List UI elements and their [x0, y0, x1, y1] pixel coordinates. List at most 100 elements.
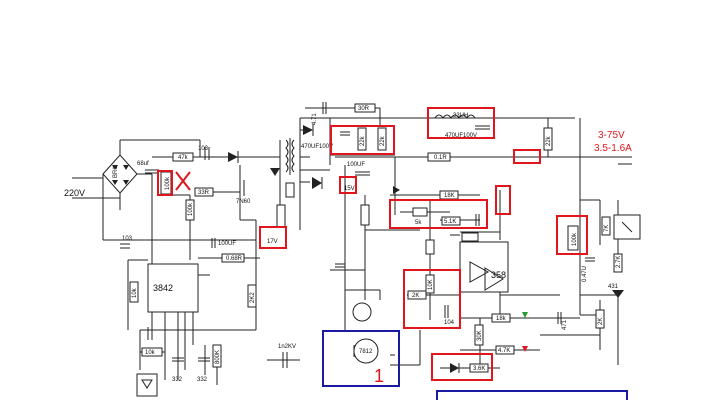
svg-text:7812: 7812: [359, 349, 373, 355]
svg-text:104: 104: [444, 320, 455, 326]
callout-number: 1: [374, 366, 384, 386]
ic-358: 358: [459, 241, 509, 293]
svg-text:68uf: 68uf: [137, 161, 149, 167]
svg-text:2K: 2K: [598, 318, 604, 325]
highlight-box: [556, 215, 588, 255]
bridge-diode-icon: [112, 165, 118, 170]
svg-text:4.71: 4.71: [312, 113, 318, 125]
svg-text:800K: 800K: [215, 350, 221, 364]
svg-text:332: 332: [197, 377, 208, 383]
potentiometer-100k: [567, 225, 579, 251]
svg-text:103: 103: [122, 236, 133, 242]
shunt-ref-431-icon: [612, 290, 624, 298]
green-led-icon: [522, 312, 528, 318]
highlight-box-blue: [322, 330, 400, 387]
led-icon: [141, 379, 153, 389]
opamp-triangle-a: [469, 261, 490, 283]
led-icon: [393, 186, 400, 194]
svg-text:103: 103: [198, 146, 209, 152]
svg-text:22k: 22k: [360, 135, 366, 146]
resistor-27k: [613, 253, 623, 273]
regulator-7812: 7812: [353, 338, 395, 364]
highlight-box: [495, 185, 511, 215]
svg-text:0.1R: 0.1R: [434, 155, 447, 161]
svg-text:10k: 10k: [145, 350, 156, 356]
resistor-18k-b: [491, 313, 511, 323]
resistor-47k: [172, 152, 194, 162]
resistor-800k: [212, 344, 222, 368]
bridge-diode-icon: [112, 180, 118, 185]
svg-text:5k: 5k: [415, 220, 422, 226]
resistor-5k: [412, 207, 428, 217]
feedback-section: 18K 5k 5.1K 10K 2K 104 18k 30K 4.7K 3.6K…: [393, 186, 568, 373]
diode-icon: [270, 168, 280, 176]
ic-3842: 3842: [147, 263, 199, 313]
phototransistor-icon: [621, 221, 633, 233]
diode-icon: [303, 125, 313, 135]
svg-text:0.68R: 0.68R: [226, 256, 243, 262]
diode-icon: [450, 363, 459, 373]
svg-text:18k: 18k: [496, 316, 507, 322]
resistor-22k-b: [377, 127, 387, 151]
resistor-10k-left: [129, 281, 139, 303]
svg-text:3.6K: 3.6K: [473, 366, 485, 372]
resistor-36k: [469, 363, 489, 373]
svg-text:471: 471: [562, 319, 568, 330]
svg-text:4.7K: 4.7K: [498, 348, 510, 354]
svg-text:470UF100V: 470UF100V: [301, 144, 333, 150]
highlight-box: [157, 170, 173, 196]
resistor-068r: [221, 253, 245, 263]
resistor-2k: [407, 290, 427, 300]
svg-text:100k: 100k: [188, 202, 194, 216]
bridge-diode-icon: [123, 180, 129, 185]
resistor-15r: [276, 204, 286, 228]
highlight-box: [513, 149, 541, 164]
highlight-box: [431, 353, 493, 381]
svg-text:332: 332: [172, 377, 183, 383]
resistor-fr: [285, 182, 295, 198]
resistor-01r: [427, 152, 451, 162]
optocoupler-bottom-left: [136, 373, 158, 397]
svg-text:10K: 10K: [428, 279, 434, 290]
svg-text:358: 358: [491, 270, 506, 280]
svg-text:100UF: 100UF: [347, 162, 365, 168]
resistor-10k-c: [461, 232, 479, 242]
aux-supply: 100UF 15V 17V: [267, 162, 372, 322]
svg-text:3842: 3842: [153, 283, 173, 293]
svg-text:2.7K: 2.7K: [616, 256, 622, 268]
resistor-1k-a: [425, 239, 435, 255]
output-current-label: 3.5-1.6A: [594, 143, 632, 154]
highlight-box-blue: [436, 390, 628, 400]
upper-left-components: 47k 68uf 100k 103 33R 100k 7N60 100UF 0.…: [120, 146, 257, 308]
resistor-30k: [474, 324, 484, 346]
svg-text:33UH: 33UH: [453, 113, 468, 119]
transformer: [270, 138, 295, 228]
diode-icon: [312, 177, 322, 189]
highlight-box: [339, 176, 357, 194]
svg-text:30R: 30R: [358, 106, 370, 112]
svg-text:100k: 100k: [572, 232, 578, 246]
svg-text:33R: 33R: [198, 190, 210, 196]
highlight-box: [403, 269, 461, 329]
resistor-10k-d: [425, 274, 435, 294]
svg-text:0.47U: 0.47U: [582, 266, 588, 282]
svg-text:17V: 17V: [267, 239, 278, 245]
svg-text:18K: 18K: [444, 193, 455, 199]
transformer-secondary: [291, 139, 295, 173]
highlight-box: [330, 125, 395, 155]
ic-3842-body: [147, 263, 199, 313]
diode-icon: [228, 152, 238, 162]
lower-left-components: 10k 332 332 800K 1n2KV: [136, 327, 296, 397]
transformer-primary: [285, 139, 289, 173]
resistor-22k-right: [543, 127, 553, 151]
resistor-100k-b: [185, 199, 195, 221]
resistor-33r: [194, 187, 214, 197]
svg-text:15V: 15V: [344, 186, 355, 192]
top-output-components: 30R 4.71 470UF100V 22k 22k 33UH 470UF100…: [301, 102, 632, 165]
svg-text:47k: 47k: [178, 155, 189, 161]
svg-text:470UF100V: 470UF100V: [445, 133, 477, 139]
resistor-2k-b: [595, 309, 605, 329]
resistor-51k: [441, 216, 461, 226]
